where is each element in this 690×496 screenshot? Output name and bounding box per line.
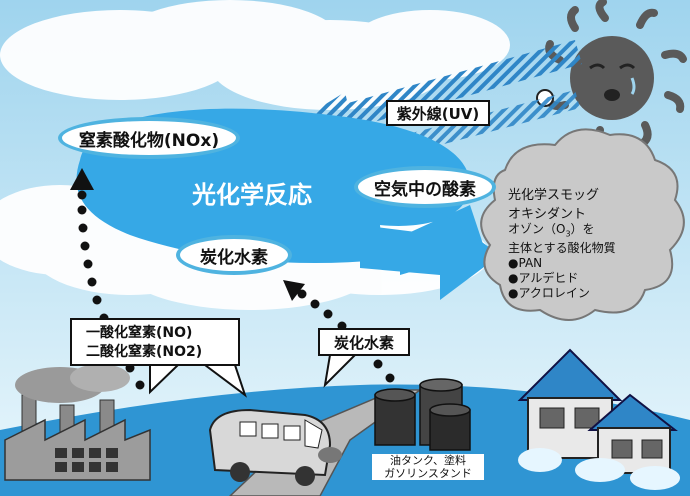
- smog-ozone-text: オゾン（O: [508, 222, 566, 236]
- house-icon: [517, 348, 680, 490]
- smog-cloud: [480, 128, 685, 321]
- smog-item-aldehyde: ●アルデヒド: [508, 271, 579, 286]
- hydrocarbon-oval-label: 炭化水素: [200, 247, 268, 268]
- nox-oval: 窒素酸化物(NOx): [58, 117, 240, 159]
- nox-label: 窒素酸化物(NOx): [78, 130, 220, 151]
- smog-ozone-sub: 3: [565, 229, 571, 239]
- smog-arrow: [360, 212, 500, 300]
- source-label: 油タンク、塗料 ガソリンスタンド: [372, 454, 484, 480]
- smog-oxidant: オキシダント: [508, 207, 587, 222]
- smog-oxidant-desc: 主体とする酸化物質: [508, 241, 616, 256]
- oxygen-label: 空気中の酸素: [374, 179, 476, 200]
- smog-item-acrolein: ●アクロレイン: [508, 286, 590, 301]
- oil-tank-icon: [374, 378, 471, 451]
- oxygen-oval: 空気中の酸素: [354, 166, 496, 208]
- no-label-box: 一酸化窒素(NO) 二酸化窒素(NO2): [70, 318, 240, 366]
- reaction-label: 光化学反応: [192, 181, 312, 209]
- smog-item-pan: ●PAN: [508, 256, 543, 271]
- source-line1: 油タンク、塗料: [389, 454, 466, 467]
- smog-description: 光化学スモッグ オキシダント オゾン（O3）を 主体とする酸化物質 ●PAN ●…: [508, 188, 668, 301]
- source-line2: ガソリンスタンド: [384, 467, 472, 480]
- bus-icon: [208, 408, 342, 486]
- no2-label: 二酸化窒素(NO2): [86, 344, 203, 360]
- hydrocarbon-box-label: 炭化水素: [333, 333, 394, 352]
- smog-ozone-end: ）を: [570, 222, 595, 236]
- uv-label: 紫外線(UV): [386, 100, 490, 126]
- no-label: 一酸化窒素(NO): [86, 325, 193, 341]
- factory-icon: [4, 364, 151, 481]
- smog-ozone: オゾン（O3）を: [508, 222, 668, 241]
- smog-title: 光化学スモッグ: [508, 188, 600, 203]
- hydrocarbon-label-box: 炭化水素: [318, 328, 410, 356]
- uv-label-text: 紫外線(UV): [396, 104, 480, 123]
- hydrocarbon-oval: 炭化水素: [176, 235, 292, 275]
